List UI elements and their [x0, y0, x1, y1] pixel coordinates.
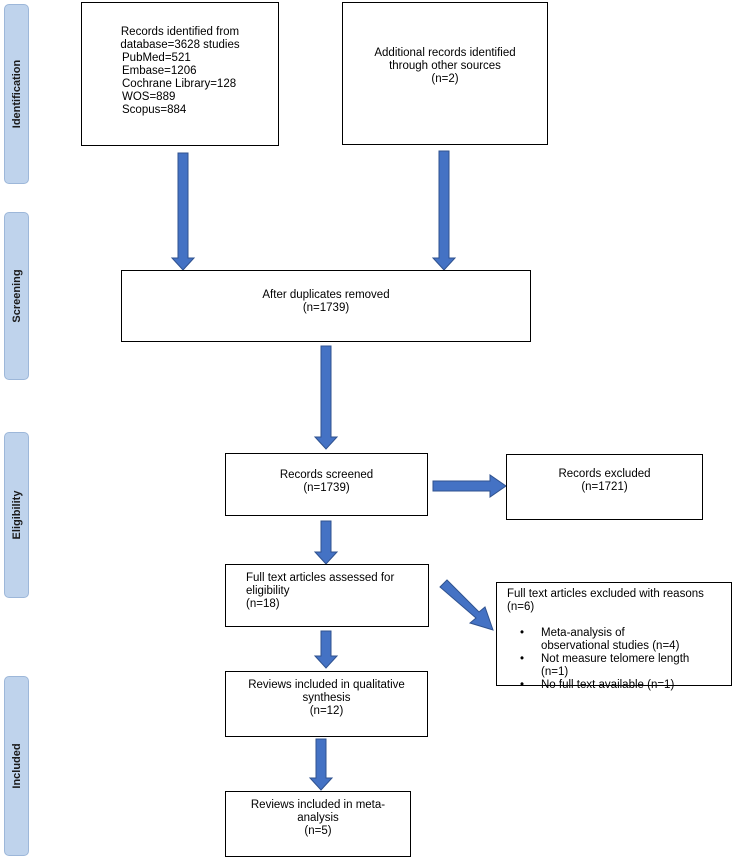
records-screened-box: Records screened (n=1739) — [225, 453, 428, 516]
additional-records-line2: through other sources — [389, 60, 501, 72]
meta-analysis-box: Reviews included in meta- analysis (n=5) — [225, 791, 411, 857]
stage-eligibility: Eligibility — [4, 432, 29, 598]
records-excluded-count: (n=1721) — [581, 481, 628, 493]
additional-records-line1: Additional records identified — [374, 47, 516, 59]
exclusion-reason: No full text available (n=1) — [507, 679, 731, 692]
duplicates-removed-label: After duplicates removed — [262, 289, 390, 301]
exclusion-reason: Meta-analysis of observational studies (… — [507, 627, 731, 653]
stage-identification: Identification — [4, 4, 29, 184]
exclusion-reason: Not measure telomere length (n=1) — [507, 653, 731, 679]
duplicates-removed-count: (n=1739) — [302, 302, 350, 314]
arrow-diag-fulltext-excluded — [439, 579, 494, 631]
records-excluded-box: Records excluded (n=1721) — [506, 454, 703, 520]
arrow-down-additional — [431, 150, 457, 271]
stage-screening: Screening — [4, 212, 29, 380]
qualitative-synthesis-line1: Reviews included in qualitative — [248, 679, 405, 691]
qualitative-synthesis-count: (n=12) — [309, 705, 344, 717]
arrow-down-duplicates — [313, 345, 339, 450]
fulltext-excluded-line1: Full text articles excluded with reasons — [507, 588, 704, 600]
meta-analysis-line1: Reviews included in meta- — [250, 799, 386, 811]
records-identified-line1: Records identified from — [120, 26, 240, 38]
records-identified-box: Records identified from database=3628 st… — [81, 2, 279, 146]
fulltext-excluded-box: Full text articles excluded with reasons… — [496, 582, 732, 692]
meta-analysis-line2: analysis — [297, 812, 339, 824]
fulltext-assessed-line1: Full text articles assessed for — [246, 572, 395, 584]
stage-included: Included — [4, 676, 29, 856]
additional-records-box: Additional records identified through ot… — [342, 2, 548, 145]
source-scopus: Scopus=884 — [122, 104, 187, 116]
fulltext-assessed-box: Full text articles assessed for eligibil… — [225, 564, 429, 627]
duplicates-removed-box: After duplicates removed (n=1739) — [121, 270, 531, 342]
source-pubmed: PubMed=521 — [122, 52, 191, 64]
meta-analysis-count: (n=5) — [304, 825, 332, 837]
source-cochrane: Cochrane Library=128 — [122, 78, 237, 90]
arrow-down-records — [170, 152, 196, 271]
additional-records-count: (n=2) — [431, 73, 459, 85]
records-identified-line2: database=3628 studies — [120, 39, 240, 51]
fulltext-assessed-count: (n=18) — [246, 598, 280, 610]
source-wos: WOS=889 — [122, 91, 176, 103]
records-excluded-label: Records excluded — [558, 468, 651, 480]
fulltext-assessed-line2: eligibility — [246, 585, 290, 597]
source-embase: Embase=1206 — [122, 65, 197, 77]
records-screened-label: Records screened — [279, 469, 374, 481]
arrow-down-qualitative — [308, 738, 334, 791]
arrow-down-fulltext — [313, 630, 339, 669]
qualitative-synthesis-box: Reviews included in qualitative synthesi… — [225, 671, 428, 737]
records-screened-count: (n=1739) — [303, 482, 350, 494]
qualitative-synthesis-line2: synthesis — [302, 692, 351, 704]
fulltext-excluded-count: (n=6) — [507, 601, 535, 613]
arrow-down-screened — [313, 520, 339, 565]
arrow-right-excluded — [432, 474, 507, 498]
exclusion-reasons-list: Meta-analysis of observational studies (… — [507, 627, 731, 692]
